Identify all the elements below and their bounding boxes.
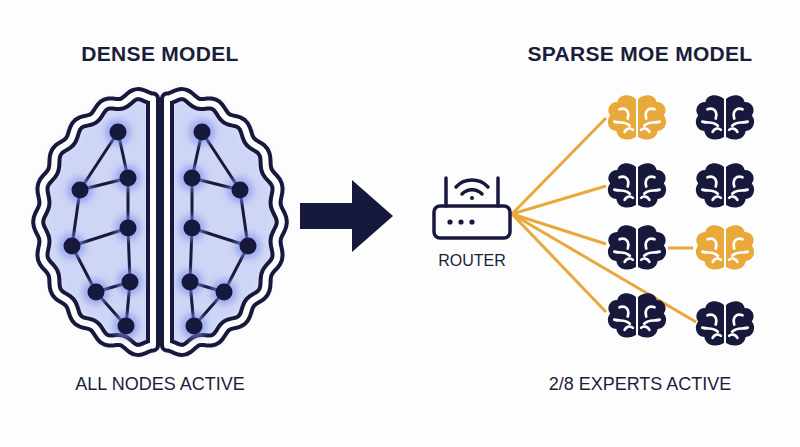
panel-heading: SPARSE MOE MODEL — [528, 42, 753, 66]
expert-brains — [608, 95, 754, 345]
router-icon — [434, 178, 510, 238]
caption-label: ALL NODES ACTIVE — [75, 374, 244, 395]
caption-label: 2/8 EXPERTS ACTIVE — [549, 374, 732, 395]
dense-brain — [38, 94, 282, 350]
router-label: ROUTER — [438, 252, 506, 270]
router-lines — [512, 118, 696, 322]
transition-arrow — [300, 180, 393, 252]
panel-heading: DENSE MODEL — [81, 42, 238, 66]
